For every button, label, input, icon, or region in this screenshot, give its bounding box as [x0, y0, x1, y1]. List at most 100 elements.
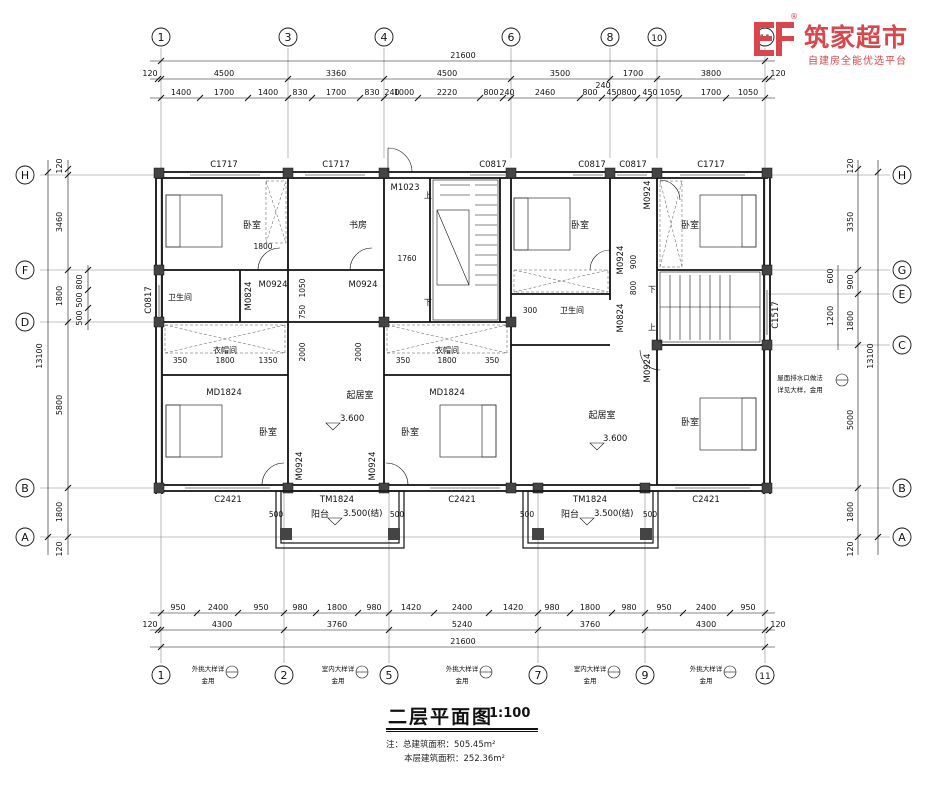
inner-dim-2000-1: 2000	[298, 342, 307, 361]
note-floor-area: 本层建筑面积：252.36m²	[404, 754, 505, 764]
level-balcony-1: 3.500(结)	[343, 508, 382, 519]
detail-note-right-1: 屋面排水口做法	[777, 373, 823, 382]
inner-dim-1800: 1800	[253, 242, 272, 251]
dim-bot-l2-4: 1800	[327, 603, 347, 612]
title-underline-thin	[386, 731, 538, 732]
dim-top-extra: 240	[595, 81, 610, 90]
dim-left-4: 500	[75, 292, 84, 307]
win-c0817-3: C0817	[619, 160, 647, 170]
dim-top-l1-5: 1700	[623, 69, 643, 78]
dim-top-l2-1: 1700	[214, 88, 234, 97]
inner-dim-350-2: 350	[396, 356, 411, 365]
dim-bot-l1-5: 4300	[696, 620, 716, 629]
dim-bot-l2-3: 980	[292, 603, 307, 612]
axis-1-top: 1	[158, 31, 165, 44]
dim-top-l2-2: 1400	[258, 88, 278, 97]
brand-name: 筑家超市	[804, 23, 909, 52]
win-c1717-1: C1717	[210, 160, 238, 170]
room-study: 书房	[349, 219, 367, 231]
win-c0817-v: C0817	[144, 286, 154, 314]
dim-bot-l1-4: 3760	[580, 620, 600, 629]
dim-top-l2-4: 1700	[326, 88, 346, 97]
drawing-scale: 1:100	[489, 706, 531, 721]
dim-bot-l2-8: 1420	[503, 603, 523, 612]
door-tm1824-1: TM1824	[319, 495, 354, 505]
axis-2-bottom: 2	[281, 669, 288, 682]
axis-h-left: H	[21, 169, 29, 182]
win-c1717-3: C1717	[697, 160, 725, 170]
stair-up-2: 上	[648, 323, 656, 332]
axis-10-top: 10	[651, 34, 663, 44]
dim-top-l2-15: 450	[642, 88, 657, 97]
room-bedroom-3: 卧室	[401, 426, 419, 438]
inner-dim-800: 800	[629, 281, 638, 296]
room-balcony-2: 阳台	[561, 508, 579, 520]
dim-top-l2-5: 830	[364, 88, 379, 97]
axis-8-top: 8	[607, 31, 614, 44]
dim-top-l1-1: 4500	[214, 69, 234, 78]
axis-h-right: H	[898, 169, 906, 182]
axis-e-right: E	[899, 288, 906, 301]
dim-left-total: 13100	[35, 343, 44, 368]
drawing-title: 二层平面图	[388, 706, 494, 728]
dim-top-l1-6: 3800	[701, 69, 721, 78]
inner-dim-1350-1: 1350	[258, 356, 277, 365]
detail-ref-5: 金用	[700, 676, 713, 685]
room-bedroom-6: 卧室	[681, 219, 699, 231]
dim-bot-l2-13: 2400	[696, 603, 716, 612]
dim-bot-l1-1: 4300	[212, 620, 232, 629]
inner-dim-2000-2: 2000	[354, 342, 363, 361]
room-bedroom-4: 卧室	[571, 219, 589, 231]
dim-top-l1-3: 4500	[437, 69, 457, 78]
inner-dim-900: 900	[629, 255, 638, 270]
win-c1517: C1517	[771, 301, 781, 329]
dim-bot-l2-1: 2400	[208, 603, 228, 612]
dim-left-3: 800	[75, 274, 84, 289]
axis-1-bottom: 1	[158, 669, 165, 682]
axis-a-right: A	[898, 531, 906, 544]
axis-5-bottom: 5	[386, 669, 393, 682]
axis-9-bottom: 9	[642, 669, 649, 682]
detail-railing-1: 外挑大样详	[192, 664, 225, 673]
detail-ref-1: 金用	[202, 676, 215, 685]
door-md1824-1: MD1824	[206, 388, 242, 398]
dim-top-l1-7: 120	[770, 69, 785, 78]
inner-dim-1800-2: 1800	[215, 356, 234, 365]
door-m0924-1: M0924	[259, 280, 288, 290]
door-m0824-1: M0824	[244, 282, 254, 311]
dim-top-l2-14: 800	[621, 88, 636, 97]
dim-left-1: 3460	[55, 212, 64, 232]
win-c2421-3: C2421	[692, 495, 720, 505]
inner-dim-500-3: 500	[520, 510, 535, 519]
dim-right-0: 120	[846, 158, 855, 173]
dim-top-l2-13: 450	[606, 88, 621, 97]
title-underline	[386, 728, 538, 730]
dim-bot-l1-0: 120	[142, 620, 157, 629]
detail-railing-3: 外挑大样详	[690, 664, 723, 673]
door-m0924-2: M0924	[349, 280, 378, 290]
door-md1824-2: MD1824	[429, 388, 465, 398]
walls	[155, 171, 771, 494]
room-living-1: 起居室	[346, 389, 373, 401]
dim-bot-l2-12: 950	[656, 603, 671, 612]
dim-top-l2-11: 2460	[535, 88, 555, 97]
dim-top-l2-7: 1000	[394, 88, 414, 97]
dim-bot-l2-14: 950	[740, 603, 755, 612]
beds	[165, 194, 757, 458]
dim-left-7: 1800	[55, 502, 64, 522]
grid-lines	[40, 48, 890, 663]
balconies	[275, 490, 659, 549]
room-bathroom-2: 卫生间	[560, 305, 584, 315]
brand-logo: ® 筑家超市 自建房全能优选平台	[752, 12, 938, 68]
dim-right-8: 120	[846, 541, 855, 556]
door-m0924-3: M0924	[295, 452, 305, 481]
axis-3-top: 3	[285, 31, 292, 44]
room-bedroom-2: 卧室	[259, 426, 277, 438]
level-living-1: 3.600	[340, 414, 364, 424]
win-c2421-1: C2421	[214, 495, 242, 505]
detail-ref-2: 金用	[332, 676, 345, 685]
dim-top-l2-17: 1700	[701, 88, 721, 97]
dim-top-l2-6: 240	[384, 88, 399, 97]
dim-bot-l2-11: 980	[621, 603, 636, 612]
detail-stair-rail-2: 室内大样详	[574, 664, 607, 673]
